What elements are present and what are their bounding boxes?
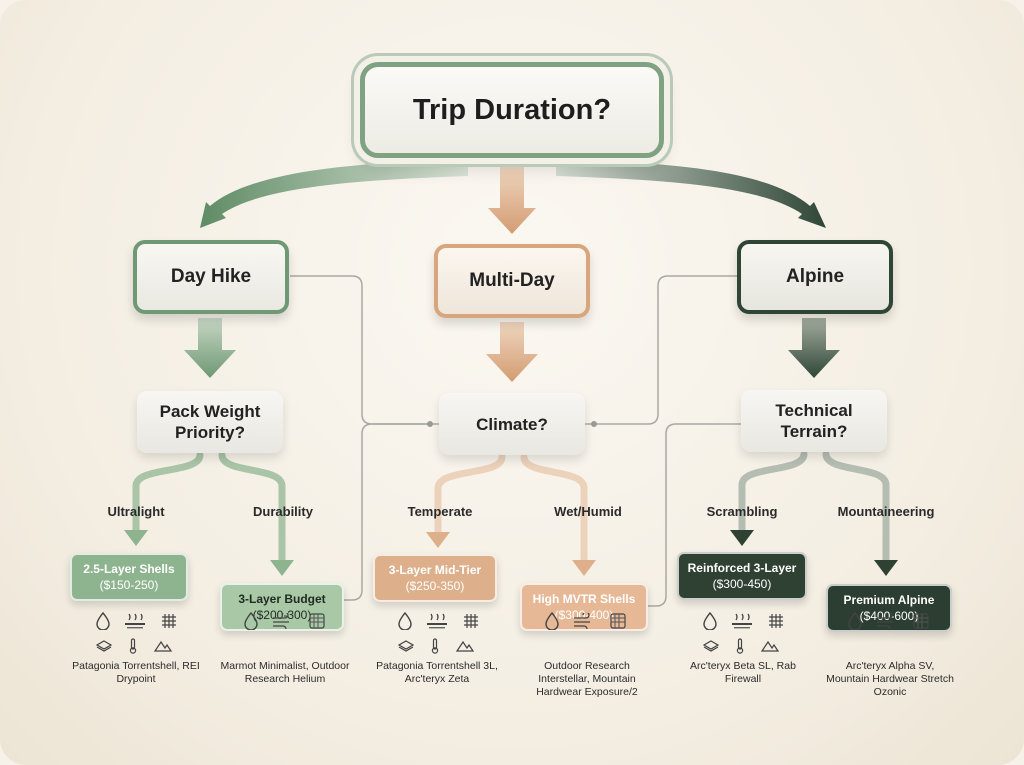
branch-label-durability: Durability	[253, 504, 313, 519]
fabric-layer-icon	[398, 640, 414, 652]
brands-durability: Marmot Minimalist, Outdoor Research Heli…	[220, 660, 350, 685]
connector-alpine-climate	[585, 275, 737, 425]
branch-label-wet-humid: Wet/Humid	[554, 504, 622, 519]
branch-label-mountaineering: Mountaineering	[837, 504, 935, 519]
fork-multi-right	[520, 453, 588, 564]
fabric-grid-icon	[609, 612, 627, 630]
day-hike-node: Day Hike	[133, 240, 289, 314]
fork-alpine-right-head	[874, 560, 898, 576]
icon-row-ultralight-b	[96, 638, 172, 654]
thermometer-icon	[128, 638, 138, 654]
fabric-layer-icon	[703, 640, 719, 652]
connector-climate-budget	[344, 423, 430, 601]
breathability-icon	[124, 612, 146, 630]
leaf-name: Reinforced 3-Layer	[687, 561, 797, 575]
icon-row-temperate	[398, 612, 480, 630]
fork-day-left	[132, 451, 204, 534]
leaf-premium-alpine: Premium Alpine ($400-600)	[826, 584, 952, 632]
breathability-icon	[426, 612, 448, 630]
fork-multi-right-head	[572, 560, 596, 576]
multi-day-node: Multi-Day	[434, 244, 590, 318]
alpine-to-question-arrow	[788, 318, 840, 378]
fork-alpine-left	[738, 450, 808, 534]
pack-weight-question: Pack Weight Priority?	[137, 391, 283, 453]
icon-row-scrambling	[703, 612, 785, 630]
leaf-reinforced-3-layer: Reinforced 3-Layer ($300-450)	[677, 552, 807, 600]
brands-temperate: Patagonia Torrentshell 3L, Arc'teryx Zet…	[376, 660, 498, 685]
fork-alpine-left-head	[730, 530, 754, 546]
terrain-icon	[154, 640, 172, 652]
root-to-dayhike-arrow	[200, 160, 468, 228]
fabric-grid-icon	[308, 612, 326, 630]
wind-icon	[876, 613, 898, 629]
water-drop-icon	[398, 612, 412, 630]
fork-day-right	[218, 451, 286, 564]
connector-terrain-mvtr	[648, 423, 741, 607]
technical-terrain-question: Technical Terrain?	[741, 390, 887, 452]
leaf-name: 3-Layer Mid-Tier	[388, 563, 482, 577]
water-drop-icon	[703, 612, 717, 630]
leaf-high-mvtr-shells: High MVTR Shells ($300-400)	[520, 583, 648, 631]
icon-row-durability	[244, 612, 326, 630]
branch-label-scrambling: Scrambling	[706, 504, 778, 519]
icon-row-scrambling-b	[703, 638, 779, 654]
water-drop-icon	[545, 612, 559, 630]
fabric-grid-icon	[462, 612, 480, 630]
connector-dot-right	[591, 421, 597, 427]
leaf-price: ($300-450)	[712, 577, 772, 591]
icon-row-temperate-b	[398, 638, 474, 654]
water-drop-icon	[244, 612, 258, 630]
connector-dayhike-climate	[290, 275, 439, 425]
fork-multi-left-head	[426, 532, 450, 548]
leaf-name: High MVTR Shells	[532, 592, 636, 606]
fabric-layer-icon	[96, 640, 112, 652]
leaf-3-layer-mid-tier: 3-Layer Mid-Tier ($250-350)	[373, 554, 497, 602]
branch-label-temperate: Temperate	[407, 504, 473, 519]
terrain-icon	[456, 640, 474, 652]
fabric-grid-icon	[912, 612, 930, 630]
fork-day-left-head	[124, 530, 148, 546]
brands-ultralight: Patagonia Torrentshell, REI Drypoint	[72, 660, 200, 685]
leaf-name: 2.5-Layer Shells	[83, 562, 175, 576]
branch-label-ultralight: Ultralight	[107, 504, 165, 519]
brands-mountaineering: Arc'teryx Alpha SV, Mountain Hardwear St…	[826, 660, 954, 698]
root-to-multiday-arrow	[488, 166, 536, 234]
climate-question: Climate?	[439, 393, 585, 455]
fork-alpine-right	[822, 450, 890, 564]
thermometer-icon	[735, 638, 745, 654]
fabric-grid-icon	[160, 612, 178, 630]
alpine-node: Alpine	[737, 240, 893, 314]
brands-scrambling: Arc'teryx Beta SL, Rab Firewall	[690, 660, 796, 685]
multiday-to-question-arrow	[486, 322, 538, 382]
root-to-alpine-arrow	[556, 160, 826, 228]
thermometer-icon	[430, 638, 440, 654]
wind-icon	[272, 613, 294, 629]
dayhike-to-question-arrow	[184, 318, 236, 378]
terrain-icon	[761, 640, 779, 652]
wind-icon	[573, 613, 595, 629]
leaf-3-layer-budget: 3-Layer Budget ($200-300)	[220, 583, 344, 631]
water-drop-icon	[96, 612, 110, 630]
icon-row-wet-humid	[545, 612, 627, 630]
water-drop-icon	[848, 612, 862, 630]
leaf-price: ($300-400)	[554, 608, 614, 622]
brands-wet-humid: Outdoor Research Interstellar, Mountain …	[536, 660, 638, 698]
breathability-icon	[731, 612, 753, 630]
leaf-2-5-layer-shells: 2.5-Layer Shells ($150-250)	[70, 553, 188, 601]
icon-row-mountaineering	[848, 612, 930, 630]
leaf-price: ($150-250)	[99, 578, 159, 592]
leaf-price: ($400-600)	[859, 609, 919, 623]
leaf-price: ($250-350)	[405, 579, 465, 593]
fabric-grid-icon	[767, 612, 785, 630]
fork-multi-left	[434, 453, 506, 536]
leaf-name: 3-Layer Budget	[238, 592, 326, 606]
connector-dot-left	[427, 421, 433, 427]
leaf-name: Premium Alpine	[843, 593, 935, 607]
root-question: Trip Duration?	[360, 62, 664, 158]
fork-day-right-head	[270, 560, 294, 576]
icon-row-ultralight	[96, 612, 178, 630]
